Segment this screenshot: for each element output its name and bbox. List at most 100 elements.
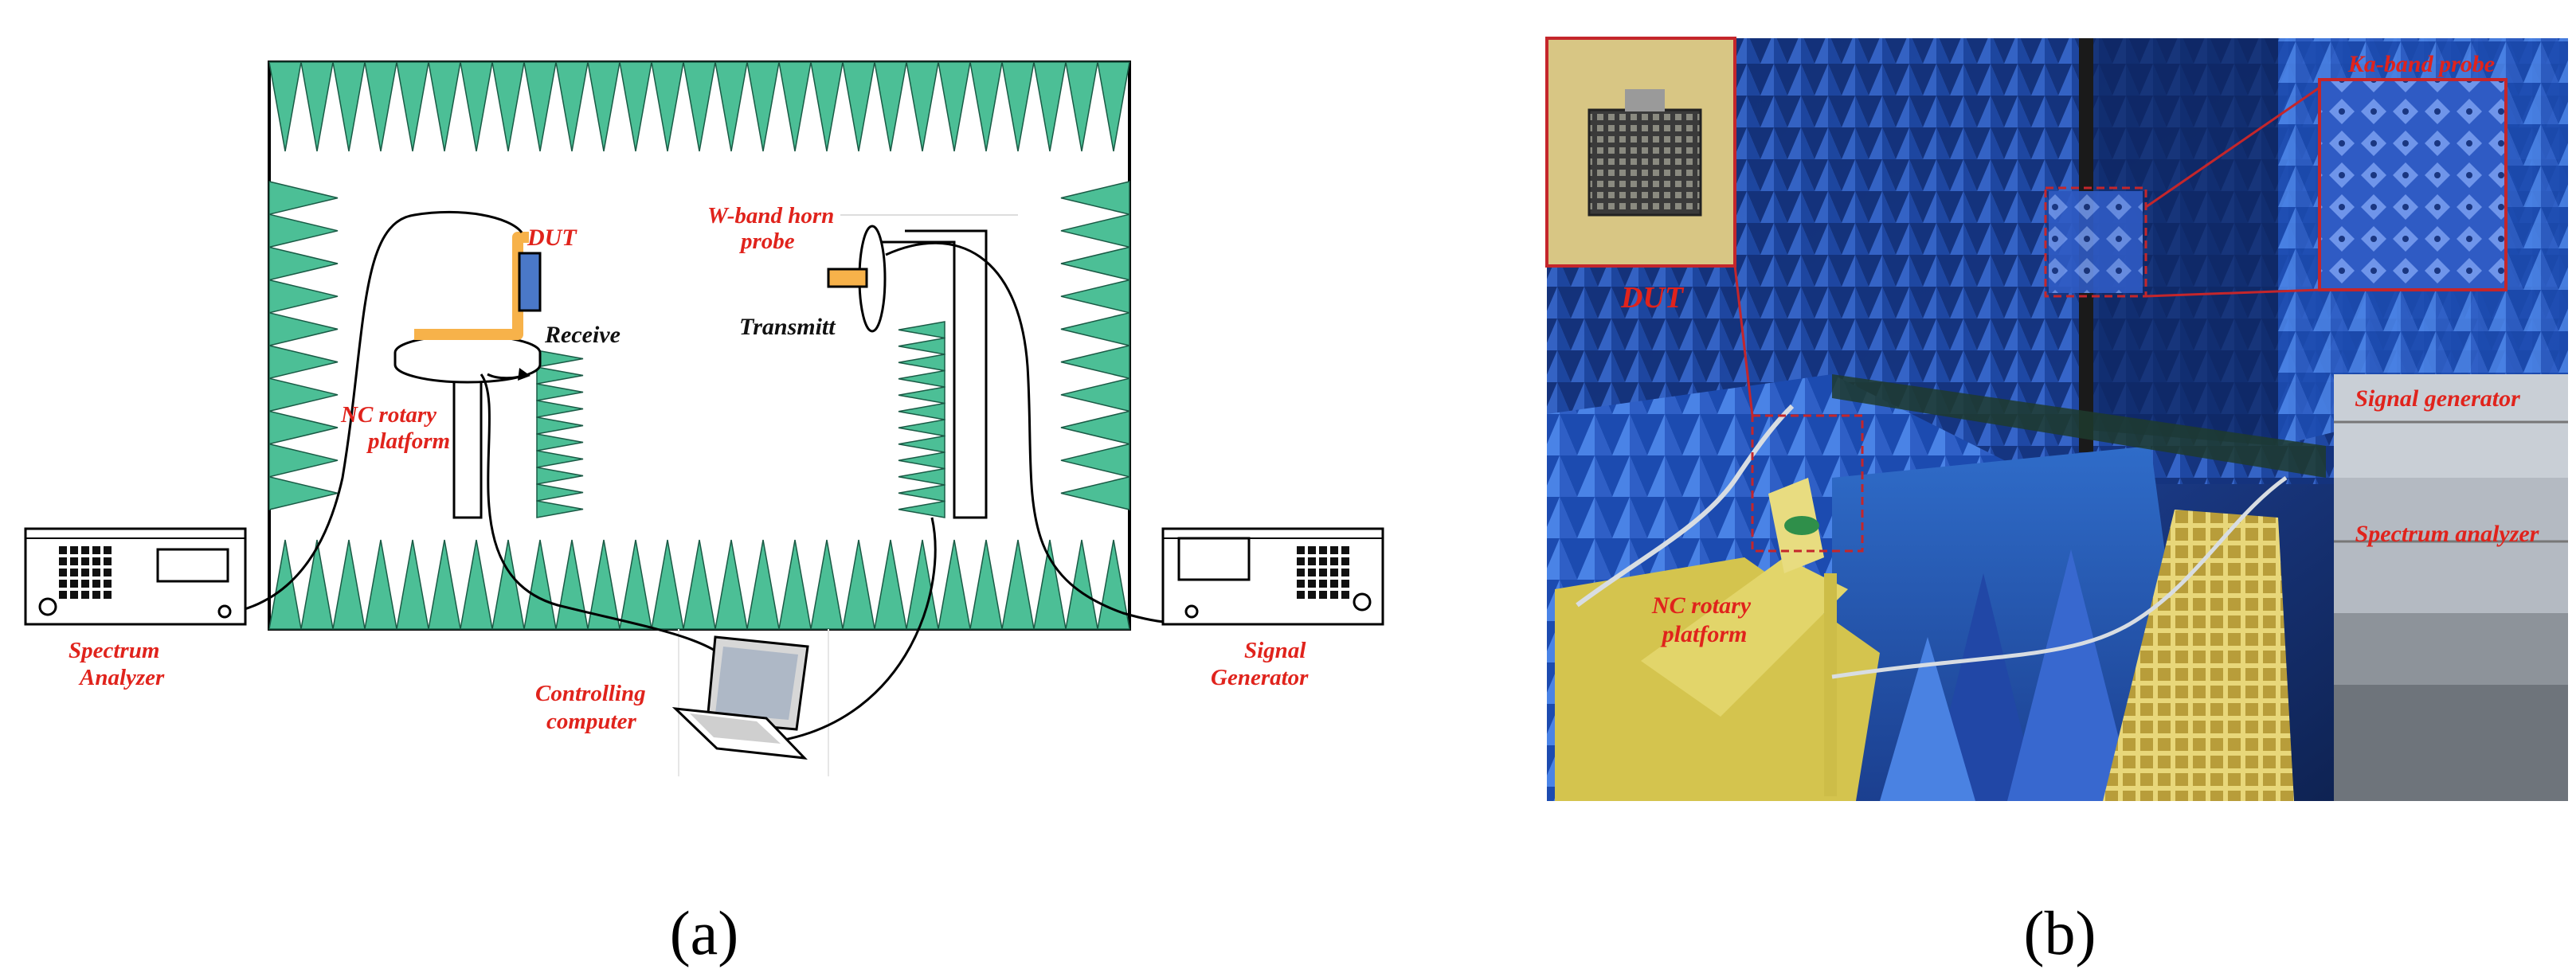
photo-label-dut: DUT (1620, 281, 1685, 315)
label-receive: Receive (544, 322, 621, 348)
photo-label-nc-rotary: NC rotary (1651, 592, 1752, 619)
absorber-wedge (268, 311, 339, 346)
keypad-key (1308, 580, 1316, 588)
dut-inset: DUT (1545, 37, 1736, 315)
keypad-key (1341, 580, 1349, 588)
absorber-wedge (683, 61, 716, 152)
absorber-wedge (536, 467, 584, 485)
absorber-wedge (268, 213, 339, 248)
absorber-wedge (536, 433, 584, 451)
panel-b-photo: DUT Ka-band probe Signal generator Spect… (1545, 37, 2568, 967)
absorber-wedge (1060, 410, 1130, 445)
keypad-key (1297, 591, 1305, 599)
keypad-key (1319, 546, 1327, 554)
absorber-wedge (1060, 345, 1130, 380)
absorber-wedge (332, 61, 366, 152)
keypad-key (1330, 580, 1338, 588)
absorber-wedge (810, 539, 844, 630)
keypad-key (1330, 591, 1338, 599)
keypad-key (59, 557, 67, 565)
keypad-key (104, 580, 112, 588)
photo-label-spectrum-analyzer: Spectrum analyzer (2355, 521, 2539, 547)
keypad-key (70, 546, 78, 554)
absorber-wedge (714, 539, 748, 630)
absorber-wedge (898, 467, 945, 486)
keypad-key (59, 569, 67, 576)
keypad-key (81, 546, 89, 554)
absorber-wedge (268, 539, 302, 630)
dut-mount-arm (414, 232, 529, 340)
absorber-wedge (898, 500, 945, 518)
keypad-key (92, 591, 100, 599)
absorber-wedge (898, 354, 945, 372)
keypad-key (70, 591, 78, 599)
label-wband-probe: probe (738, 229, 795, 254)
absorber-wedge (300, 61, 334, 152)
dut-element (518, 252, 542, 312)
absorber-wedge (1060, 279, 1130, 314)
absorber-wedge (906, 61, 939, 152)
label-computer: computer (546, 709, 636, 734)
keypad-key (1297, 546, 1305, 554)
absorber-wedge (491, 539, 525, 630)
absorber-wedge (1060, 181, 1130, 216)
keypad-key (70, 557, 78, 565)
absorber-wedge (1001, 61, 1035, 152)
absorber-wedge (268, 61, 302, 152)
keypad-key (92, 569, 100, 576)
label-wband-horn: W-band horn (707, 203, 834, 229)
absorber-wedge (1060, 246, 1130, 281)
panel-a-diagram: DUT Receive NC rotary platform W-band ho… (24, 61, 1384, 967)
absorber-wedge (523, 539, 557, 630)
absorber-wedge (536, 500, 584, 518)
absorber-wedge (619, 61, 652, 152)
absorber-wedge (460, 61, 493, 152)
keypad-key (81, 591, 89, 599)
absorber-wedge (268, 443, 339, 478)
absorber-wedge (898, 484, 945, 502)
keypad-key (1308, 557, 1316, 565)
absorber-wedge (619, 539, 652, 630)
absorber-wedge (683, 539, 716, 630)
absorber-wedge (810, 61, 844, 152)
absorber-wedge (969, 539, 1003, 630)
absorber-wedge (1060, 377, 1130, 412)
photo-label-signal-generator: Signal generator (2355, 385, 2520, 412)
keypad-key (1341, 546, 1349, 554)
label-dut: DUT (527, 225, 577, 251)
keypad-key (81, 580, 89, 588)
ka-probe-inset: Ka-band probe (2318, 51, 2507, 291)
photo-label-nc-platform: platform (1660, 621, 1748, 647)
absorber-wedge (898, 435, 945, 453)
absorber-wedge (898, 402, 945, 420)
absorber-wedge (651, 61, 684, 152)
nc-rotary-platform (393, 334, 542, 519)
keypad-key (1319, 580, 1327, 588)
absorber-wedge (874, 61, 907, 152)
keypad-key (1308, 591, 1316, 599)
keypad-key (1330, 557, 1338, 565)
dut-highlight (1733, 265, 1864, 553)
keypad-key (92, 580, 100, 588)
keypad-key (1341, 557, 1349, 565)
keypad-key (1319, 591, 1327, 599)
absorber-wedge (898, 386, 945, 404)
absorber-wedge (1033, 539, 1067, 630)
absorber-wedge (1060, 475, 1130, 510)
caption-b: (b) (2024, 898, 2096, 967)
keypad-key (1330, 569, 1338, 576)
absorber-wedge (778, 61, 812, 152)
absorber-wedge (428, 61, 461, 152)
absorber-wedge (536, 416, 584, 435)
keypad-key (104, 569, 112, 576)
absorber-wedge (300, 539, 334, 630)
absorber-wedge (268, 246, 339, 281)
absorber-wedge (491, 61, 525, 152)
keypad-key (92, 546, 100, 554)
absorber-wedge (396, 539, 429, 630)
absorber-wedge (842, 61, 875, 152)
label-nc-rotary: NC rotary (340, 402, 437, 428)
absorber-wedge (268, 345, 339, 380)
keypad-key (59, 580, 67, 588)
